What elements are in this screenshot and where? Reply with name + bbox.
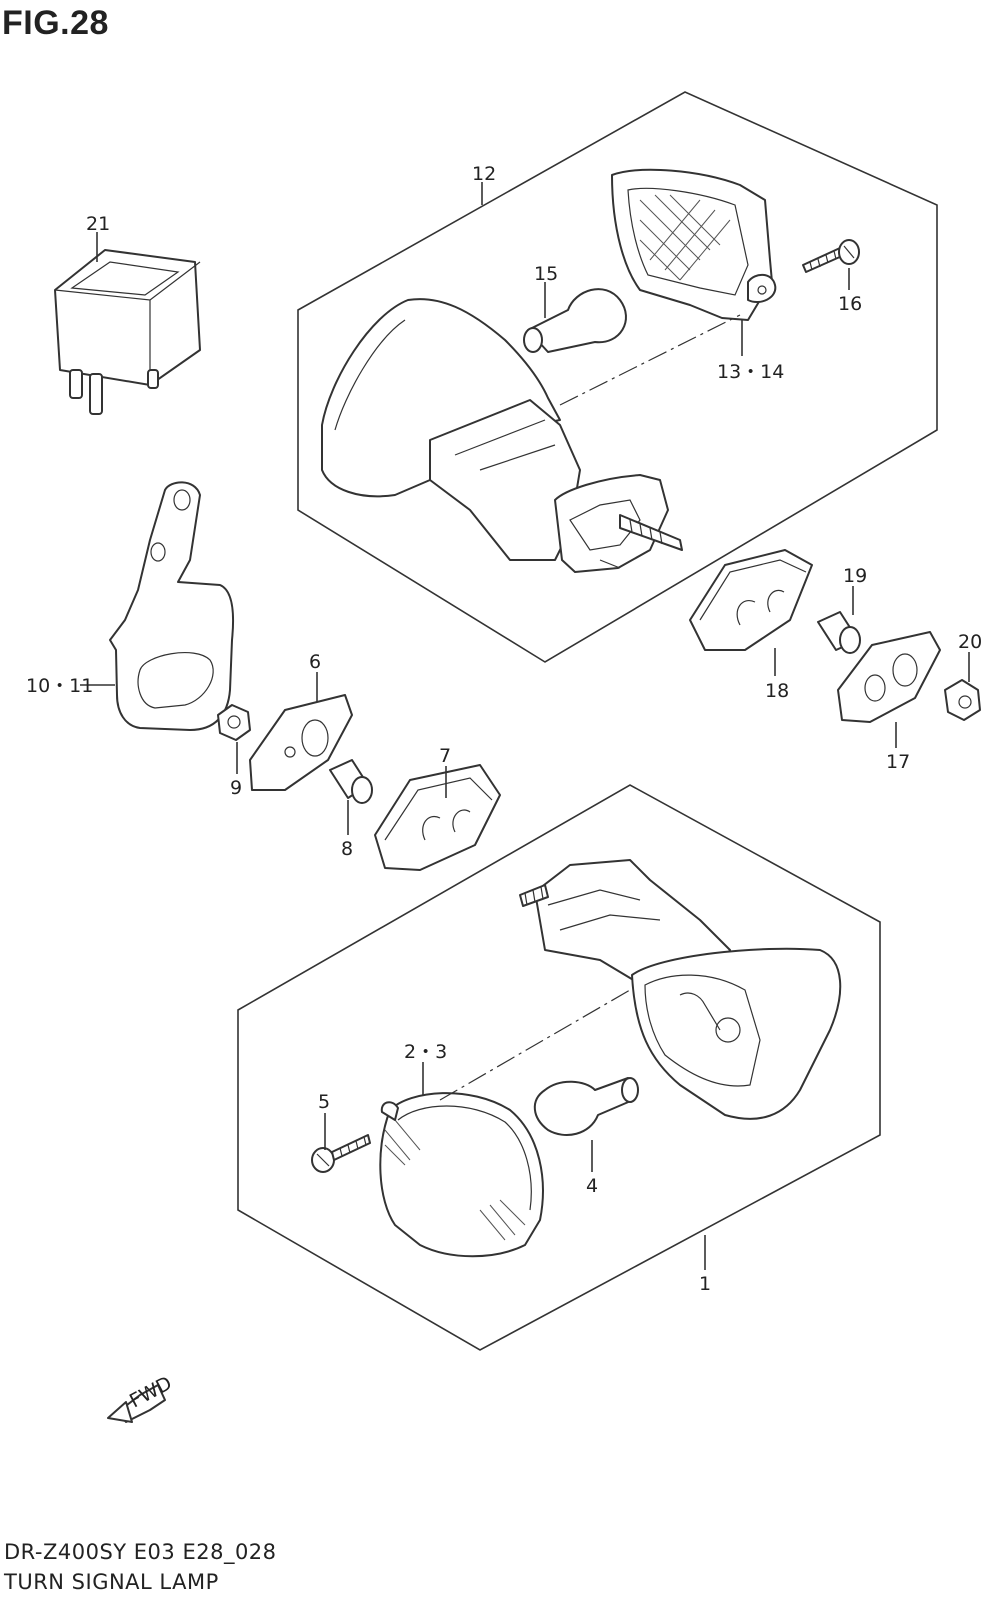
screw-16: [802, 239, 860, 273]
callout-17: 17: [886, 751, 910, 773]
model-code: DR-Z400SY E03 E28_028: [4, 1540, 277, 1564]
callout-1: 1: [699, 1273, 711, 1295]
fwd-arrow-icon: FWD: [107, 1372, 176, 1423]
callout-7: 7: [439, 745, 451, 767]
callout-21: 21: [86, 213, 110, 235]
figure-title: FIG.28: [2, 4, 109, 42]
callout-10-11: 10・11: [26, 675, 93, 697]
callout-4: 4: [586, 1175, 598, 1197]
rubber-18: [689, 549, 813, 651]
callout-labels: 12 21 15 16 13・14 10・11 6 9 7 8 18 19 20…: [26, 163, 982, 1295]
plate-17: [837, 631, 941, 723]
relay-21: [54, 249, 201, 415]
bracket-10-11: [109, 481, 235, 731]
rubber-7: [374, 764, 501, 871]
front-bulb: [533, 1077, 639, 1136]
screw-5: [311, 1134, 371, 1173]
front-lamp-housing: [519, 859, 842, 1120]
rear-lamp-housing: [321, 298, 683, 573]
callout-13-14: 13・14: [717, 361, 784, 383]
leader-lines: [80, 182, 970, 1270]
nut-20: [944, 679, 981, 721]
rear-bulb: [523, 288, 627, 353]
assembly-box-1: [237, 784, 881, 1351]
nut-9: [217, 704, 251, 741]
front-lens: [379, 1092, 544, 1258]
diagram-caption: TURN SIGNAL LAMP: [4, 1570, 219, 1594]
spacer-19: [817, 611, 861, 654]
callout-20: 20: [958, 631, 982, 653]
plate-6: [249, 694, 353, 791]
callout-2-3: 2・3: [404, 1041, 447, 1063]
assembly-box-12: [297, 91, 938, 663]
callout-8: 8: [341, 838, 353, 860]
callout-16: 16: [838, 293, 862, 315]
callout-19: 19: [843, 565, 867, 587]
callout-18: 18: [765, 680, 789, 702]
rear-lens: [611, 168, 777, 321]
callout-9: 9: [230, 777, 242, 799]
spacer-8: [329, 759, 373, 804]
callout-15: 15: [534, 263, 558, 285]
callout-12: 12: [472, 163, 496, 185]
callout-6: 6: [309, 651, 321, 673]
callout-5: 5: [318, 1091, 330, 1113]
